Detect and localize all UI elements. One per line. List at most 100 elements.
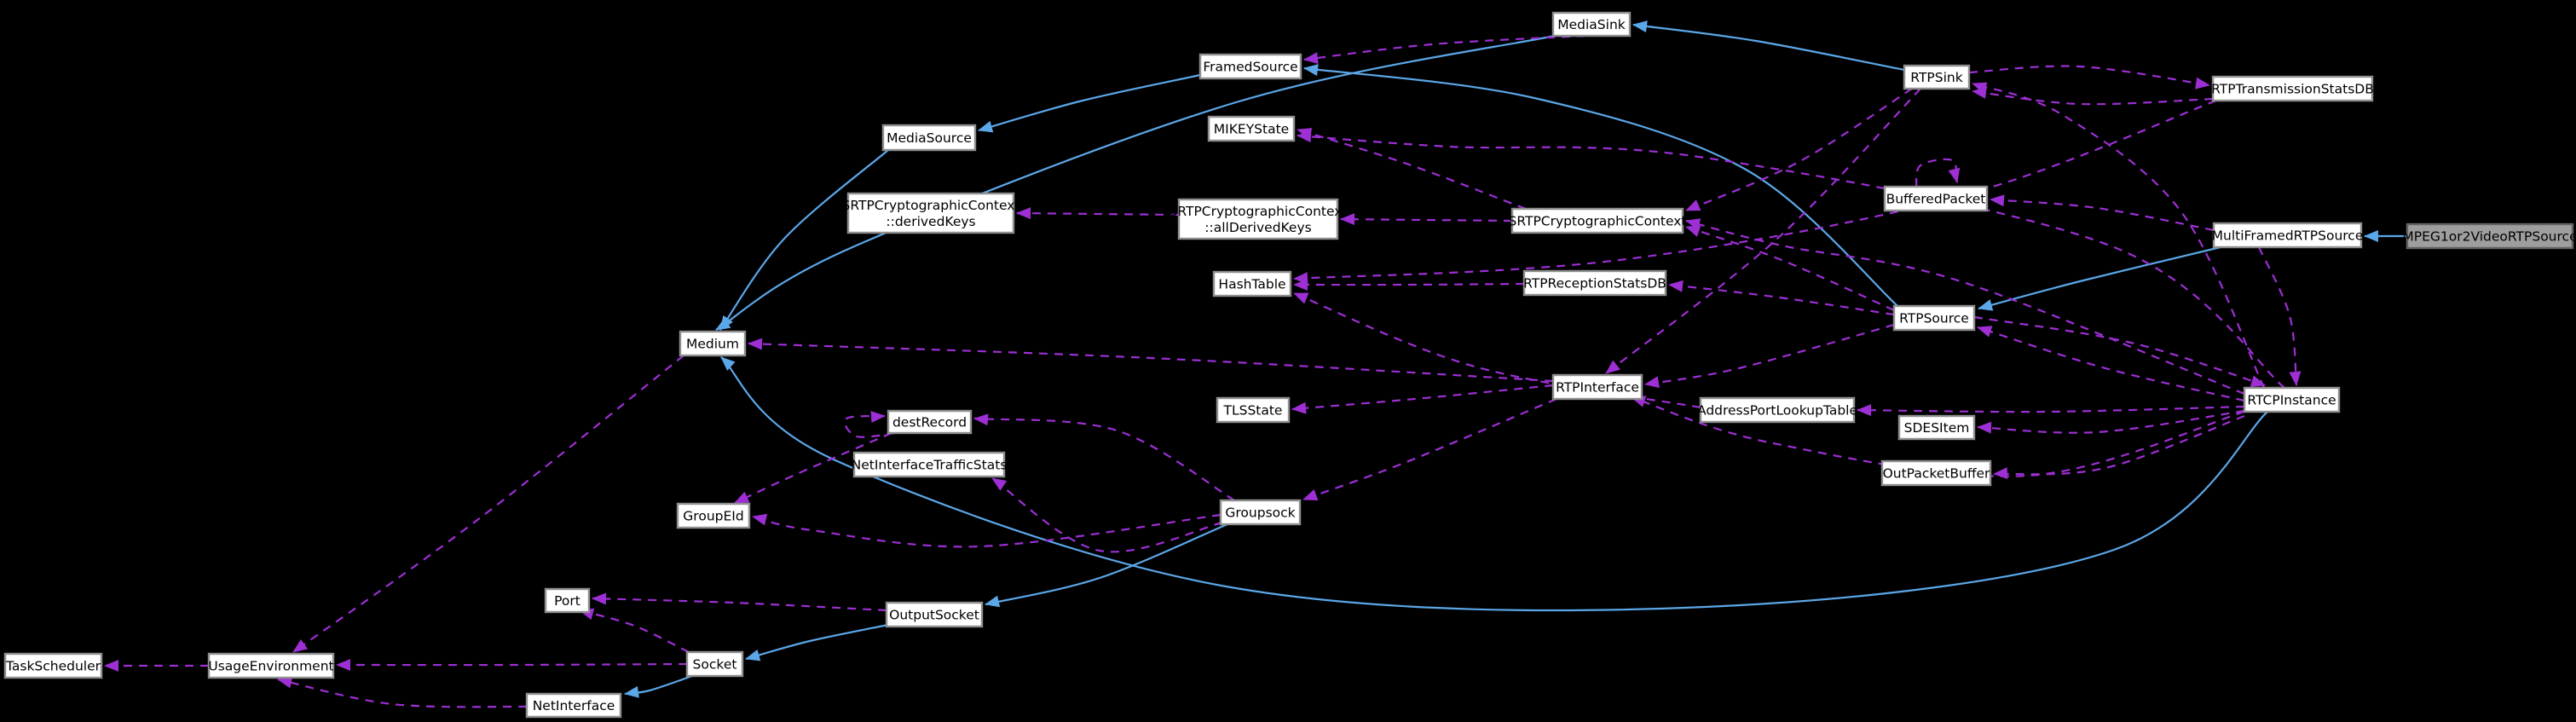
edge-Socket-to-NetInterface bbox=[624, 674, 693, 698]
class-node-label: RTPSource bbox=[1899, 311, 1969, 326]
class-node-HashTable[interactable]: HashTable bbox=[1212, 270, 1292, 297]
class-node-label: SRTPCryptographicContext::allDerivedKeys bbox=[1170, 204, 1348, 235]
class-node-label: RTPInterface bbox=[1556, 380, 1639, 396]
class-node-label: OutPacketBuffer bbox=[1883, 466, 1990, 482]
edge-RTPInterface-to-Groupsock bbox=[1302, 397, 1557, 501]
class-node-RTPSource[interactable]: RTPSource bbox=[1892, 304, 1976, 332]
edge-MediaSource-to-Medium bbox=[719, 149, 889, 331]
class-node-label: RTPReceptionStatsDB bbox=[1523, 276, 1666, 292]
class-node-MIKEYState[interactable]: MIKEYState bbox=[1207, 115, 1296, 142]
class-node-MediaSink[interactable]: MediaSink bbox=[1551, 11, 1632, 38]
class-node-label: TLSState bbox=[1223, 403, 1283, 419]
class-node-OutputSocket[interactable]: OutputSocket bbox=[885, 601, 984, 628]
class-node-Medium[interactable]: Medium bbox=[679, 330, 747, 357]
edge-MultiFramedRTPSource-to-RTPSource bbox=[1978, 245, 2221, 311]
class-node-RTPSink[interactable]: RTPSink bbox=[1903, 64, 1971, 90]
edge-RTPSource-to-SRTPCryptographicContext bbox=[1685, 225, 1895, 312]
class-node-label: MPEG1or2VideoRTPSource bbox=[2402, 229, 2576, 245]
class-node-RTPTransmissionStatsDB[interactable]: RTPTransmissionStatsDB bbox=[2211, 75, 2374, 102]
edge-MediaSink-to-Medium bbox=[715, 34, 1556, 331]
edge-AddressPortLookupTable-to-HashTable bbox=[1293, 292, 1701, 409]
class-node-label: RTCPInstance bbox=[2247, 393, 2336, 408]
class-node-label: RTPSink bbox=[1910, 70, 1962, 85]
edge-MediaSink-to-FramedSource bbox=[1303, 34, 1586, 65]
class-node-label: Medium bbox=[686, 337, 739, 352]
edge-SRTPCryptographicContext-to-SRTPCryptographicContext::allDerivedKeys bbox=[1340, 213, 1513, 226]
class-node-GroupEId[interactable]: GroupEId bbox=[676, 502, 751, 529]
edge-RTCPInstance-to-SRTPCryptographicContext bbox=[1685, 218, 2245, 396]
class-node-MultiFramedRTPSource[interactable]: MultiFramedRTPSource bbox=[2212, 222, 2364, 249]
edge-Groupsock-to-destRecord bbox=[973, 413, 1235, 501]
edge-RTPSource-to-RTPReceptionStatsDB bbox=[1668, 280, 1895, 316]
class-node-label: GroupEId bbox=[683, 509, 743, 524]
edge-RTCPInstance-to-OutPacketBuffer bbox=[1993, 414, 2245, 480]
class-node-OutPacketBuffer[interactable]: OutPacketBuffer bbox=[1880, 459, 1992, 487]
class-node-TLSState[interactable]: TLSState bbox=[1216, 396, 1291, 424]
edge-BufferedPacket-to-BufferedPacket bbox=[1915, 158, 1961, 188]
edge-RTCPInstance-to-MIKEYState bbox=[1297, 130, 2285, 389]
class-node-label: AddressPortLookupTable bbox=[1697, 403, 1857, 419]
class-node-RTCPInstance[interactable]: RTCPInstance bbox=[2243, 386, 2341, 413]
edges-layer bbox=[104, 20, 2407, 708]
edge-RTPSink-to-SRTPCryptographicContext bbox=[1685, 88, 1913, 212]
edge-RTPSource-to-RTCPInstance bbox=[1973, 315, 2266, 387]
class-node-SDESItem[interactable]: SDESItem bbox=[1897, 414, 1976, 441]
class-node-label: NetInterfaceTrafficStats bbox=[852, 458, 1008, 473]
class-node-label: destRecord bbox=[892, 415, 967, 430]
class-node-BufferedPacket[interactable]: BufferedPacket bbox=[1883, 185, 1989, 212]
edge-Medium-to-UsageEnvironment bbox=[292, 355, 684, 653]
edge-OutputSocket-to-Port bbox=[592, 592, 887, 612]
class-node-NetInterfaceTrafficStats[interactable]: NetInterfaceTrafficStats bbox=[852, 451, 1008, 478]
class-node-label: MediaSink bbox=[1557, 17, 1626, 32]
class-node-label: Port bbox=[554, 593, 580, 609]
edge-NetInterface-to-UsageEnvironment bbox=[277, 676, 528, 708]
edge-RTPSink-to-RTPInterface bbox=[1605, 88, 1921, 374]
edge-OutputSocket-to-Socket bbox=[745, 623, 889, 661]
class-node-label: FramedSource bbox=[1203, 60, 1297, 75]
edge-RTCPInstance-to-Medium bbox=[720, 356, 2268, 612]
class-node-MediaSource[interactable]: MediaSource bbox=[881, 124, 977, 152]
class-node-TaskScheduler[interactable]: TaskScheduler bbox=[3, 652, 103, 679]
class-node-label: TaskScheduler bbox=[5, 659, 101, 674]
class-node-MPEG1or2VideoRTPSource[interactable]: MPEG1or2VideoRTPSource bbox=[2402, 222, 2576, 250]
class-node-SRTPCryptographicContext::allDerivedKeys[interactable]: SRTPCryptographicContext::allDerivedKeys bbox=[1170, 198, 1348, 240]
edge-RTPSink-to-RTPTransmissionStatsDB bbox=[1968, 65, 2210, 90]
edge-MultiFramedRTPSource-to-BufferedPacket bbox=[1990, 194, 2215, 232]
edge-SRTPCryptographicContext::allDerivedKeys-to-SRTPCryptographicContext::derivedKeys bbox=[1016, 207, 1180, 220]
edge-Socket-to-UsageEnvironment bbox=[336, 659, 688, 672]
edge-RTPTransmissionStatsDB-to-HashTable bbox=[1293, 99, 2217, 285]
class-node-label: BufferedPacket bbox=[1886, 192, 1986, 207]
class-node-label: SRTPCryptographicContext::derivedKeys bbox=[842, 198, 1020, 229]
class-node-label: Groupsock bbox=[1225, 505, 1295, 521]
class-node-label: RTPTransmissionStatsDB bbox=[2211, 82, 2374, 97]
edge-RTCPInstance-to-RTPInterface bbox=[1631, 396, 2245, 477]
edge-RTPInterface-to-Medium bbox=[748, 338, 1554, 383]
edge-RTPSource-to-RTPInterface bbox=[1644, 323, 1895, 389]
class-node-Groupsock[interactable]: Groupsock bbox=[1219, 499, 1302, 526]
edge-Socket-to-Port bbox=[579, 608, 690, 653]
class-node-SRTPCryptographicContext::derivedKeys[interactable]: SRTPCryptographicContext::derivedKeys bbox=[842, 192, 1020, 234]
class-node-Port[interactable]: Port bbox=[544, 587, 591, 614]
class-node-NetInterface[interactable]: NetInterface bbox=[525, 692, 622, 719]
edge-Groupsock-to-OutputSocket bbox=[985, 523, 1228, 608]
edge-RTCPInstance-to-SDESItem bbox=[1977, 409, 2245, 434]
class-node-label: Socket bbox=[693, 657, 737, 673]
edge-MultiFramedRTPSource-to-RTCPInstance bbox=[2257, 246, 2302, 386]
class-node-label: SRTPCryptographicContext bbox=[1509, 214, 1687, 229]
class-node-label: UsageEnvironment bbox=[208, 659, 333, 674]
class-node-Socket[interactable]: Socket bbox=[685, 650, 744, 678]
edge-RTPSink-to-MediaSink bbox=[1632, 20, 1905, 72]
class-node-UsageEnvironment[interactable]: UsageEnvironment bbox=[207, 652, 335, 679]
class-node-FramedSource[interactable]: FramedSource bbox=[1198, 53, 1302, 80]
class-node-destRecord[interactable]: destRecord bbox=[887, 409, 973, 435]
class-node-RTPReceptionStatsDB[interactable]: RTPReceptionStatsDB bbox=[1522, 269, 1667, 297]
class-node-SRTPCryptographicContext[interactable]: SRTPCryptographicContext bbox=[1509, 207, 1687, 234]
edge-Groupsock-to-NetInterfaceTrafficStats bbox=[991, 477, 1223, 553]
class-node-AddressPortLookupTable[interactable]: AddressPortLookupTable bbox=[1697, 396, 1857, 424]
class-node-RTPInterface[interactable]: RTPInterface bbox=[1551, 373, 1643, 401]
class-node-label: HashTable bbox=[1218, 277, 1285, 292]
class-node-label: MIKEYState bbox=[1214, 122, 1289, 137]
